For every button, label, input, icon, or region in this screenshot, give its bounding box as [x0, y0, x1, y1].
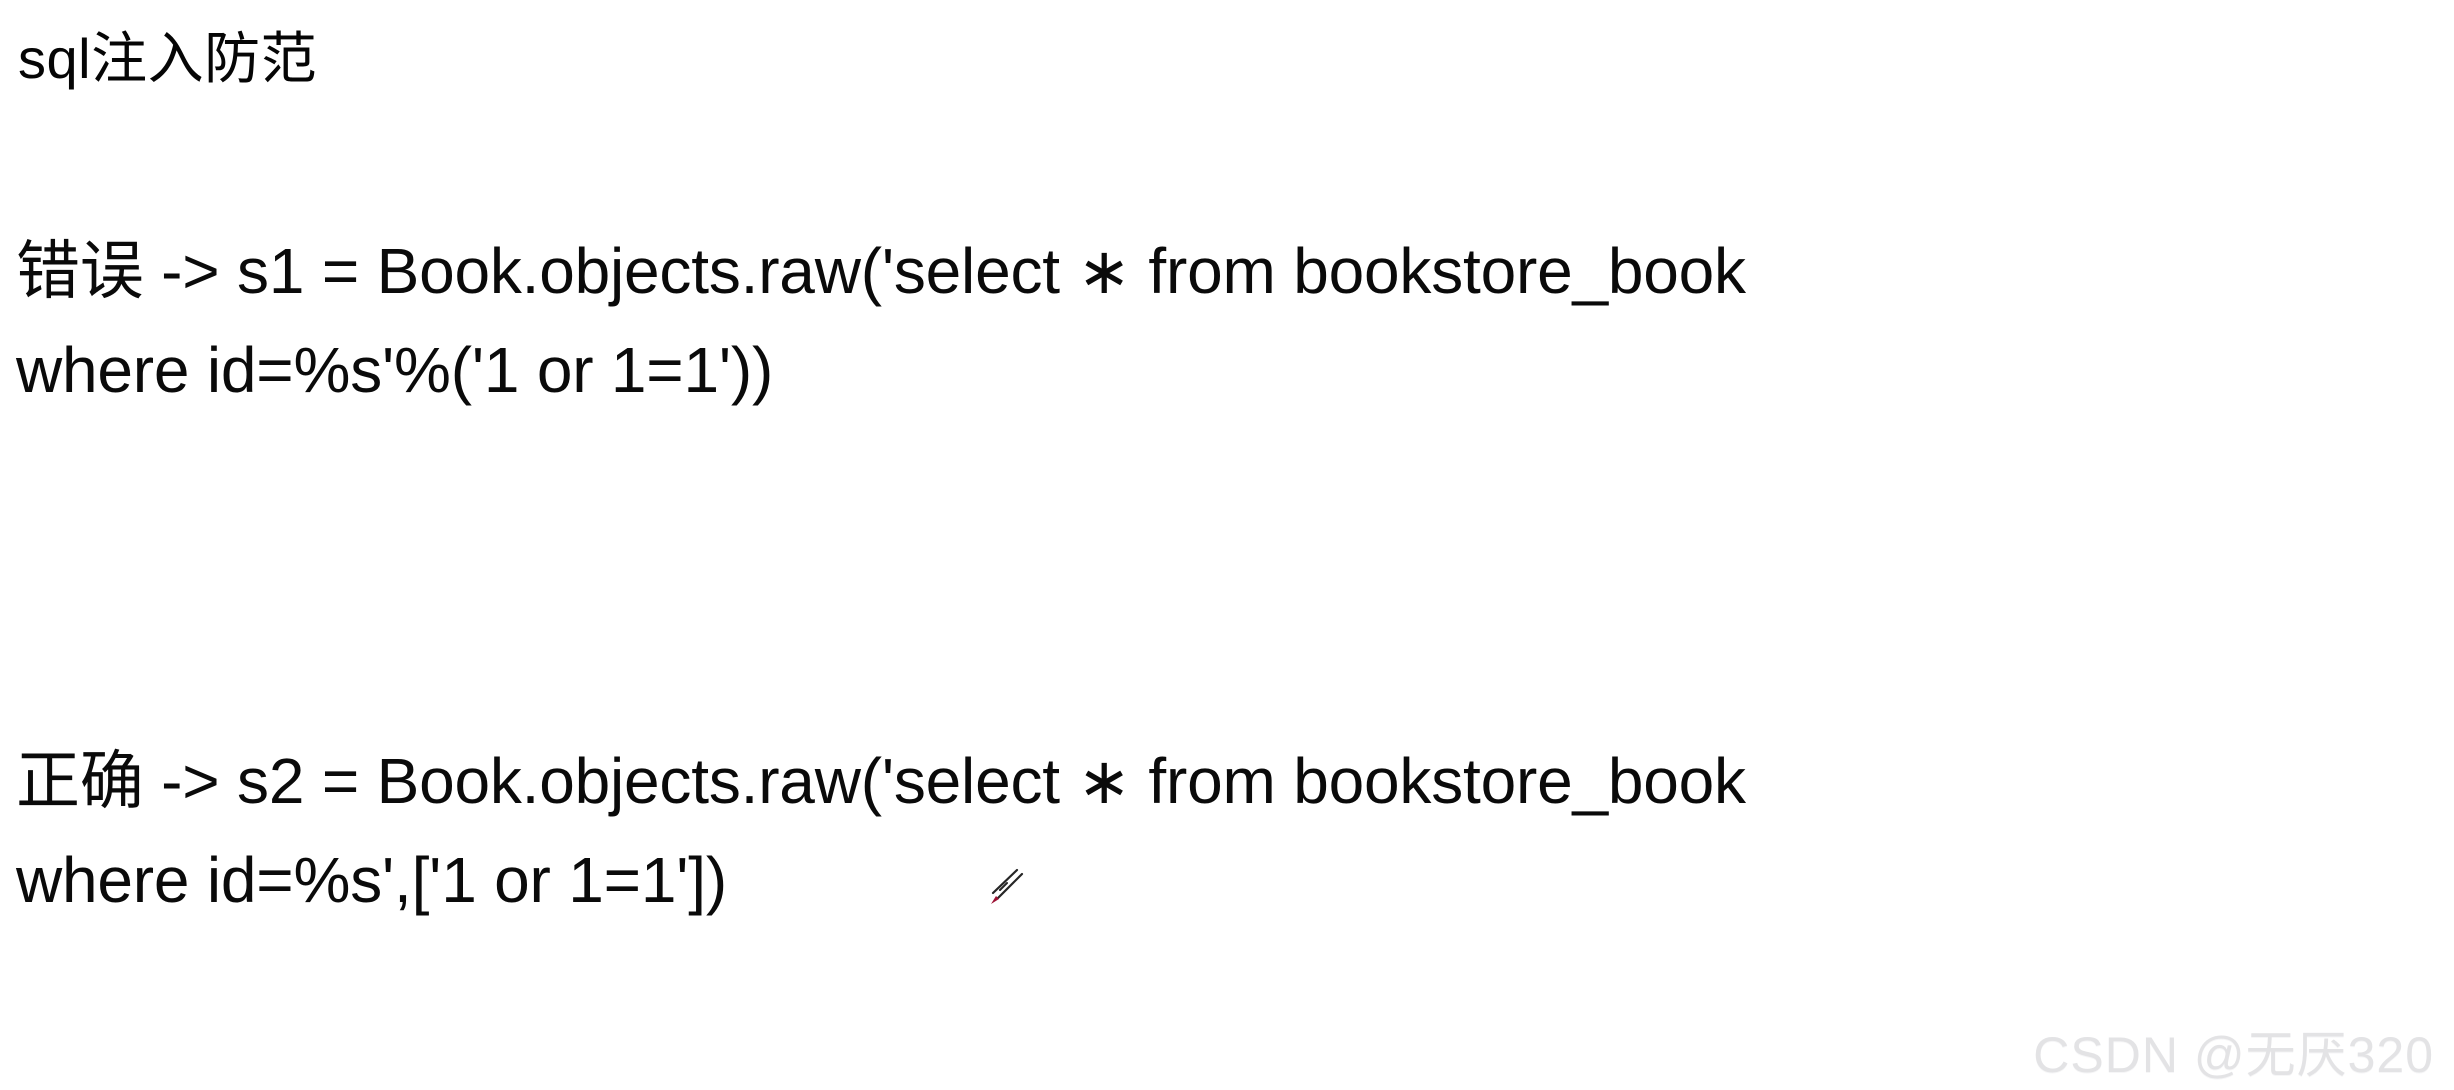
wrong-example-line-2: where id=%s'%('1 or 1=1')) [16, 334, 774, 406]
csdn-watermark: CSDN @无厌320 [2033, 1027, 2434, 1083]
correct-example-line-1: 正确 -> s2 = Book.objects.raw('select ∗ fr… [16, 745, 1746, 817]
page-title: sql注入防范 [18, 27, 318, 90]
wrong-example-block: 错误 -> s1 = Book.objects.raw('select ∗ fr… [16, 222, 2416, 420]
correct-example-line-2: where id=%s',['1 or 1=1']) [16, 844, 727, 916]
wrong-example-line-1: 错误 -> s1 = Book.objects.raw('select ∗ fr… [16, 235, 1746, 307]
correct-example-block: 正确 -> s2 = Book.objects.raw('select ∗ fr… [16, 732, 2416, 930]
